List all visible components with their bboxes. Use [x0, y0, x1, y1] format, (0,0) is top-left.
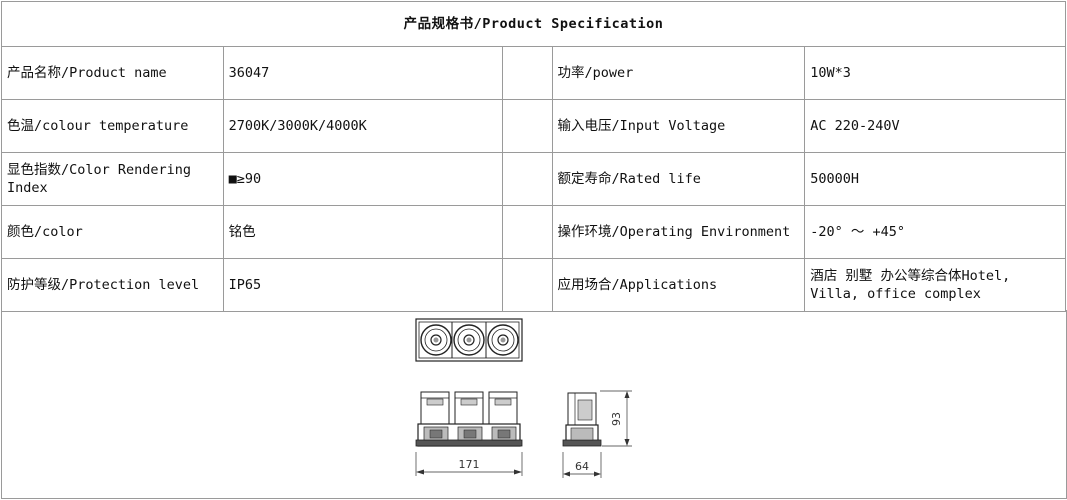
value-input-voltage: AC 220-240V: [804, 99, 1066, 153]
label-protection-level: 防护等级/Protection level: [1, 258, 224, 312]
label-product-name: 产品名称/Product name: [1, 46, 224, 100]
empty-cell: [502, 258, 553, 312]
depth-dimension-label: 64: [575, 460, 589, 473]
empty-cell: [502, 152, 553, 206]
label-rated-life: 额定寿命/Rated life: [551, 152, 806, 206]
label-color: 颜色/color: [1, 205, 224, 259]
label-color-rendering-index: 显色指数/Color Rendering Index: [1, 152, 224, 206]
title-row: 产品规格书/Product Specification: [1, 1, 1066, 47]
table-row: 产品名称/Product name 36047 功率/power 10W*3: [1, 46, 1066, 100]
table-row: 显色指数/Color Rendering Index ■≥90 额定寿命/Rat…: [1, 152, 1066, 206]
height-dimension-label: 93: [610, 412, 623, 426]
table-row: 色温/colour temperature 2700K/3000K/4000K …: [1, 99, 1066, 153]
side-view-drawing: [562, 392, 602, 447]
width-dimension: [415, 452, 523, 476]
top-view-drawing: [415, 318, 523, 362]
front-view-drawing: [415, 391, 523, 447]
value-power: 10W*3: [804, 46, 1066, 100]
depth-dimension: [562, 452, 602, 478]
label-colour-temperature: 色温/colour temperature: [1, 99, 224, 153]
table-row: 颜色/color 铭色 操作环境/Operating Environment -…: [1, 205, 1066, 259]
height-dimension: [600, 390, 632, 447]
empty-cell: [502, 46, 553, 100]
empty-cell: [502, 99, 553, 153]
value-protection-level: IP65: [222, 258, 504, 312]
width-dimension-label: 171: [459, 458, 480, 471]
page-title: 产品规格书/Product Specification: [1, 1, 1066, 47]
label-input-voltage: 输入电压/Input Voltage: [551, 99, 806, 153]
value-color: 铭色: [222, 205, 504, 259]
label-operating-environment: 操作环境/Operating Environment: [551, 205, 806, 259]
spec-table: 产品规格书/Product Specification 产品名称/Product…: [1, 1, 1066, 312]
table-row: 防护等级/Protection level IP65 应用场合/Applicat…: [1, 258, 1066, 312]
empty-cell: [502, 205, 553, 259]
value-applications: 酒店 别墅 办公等综合体Hotel, Villa, office complex: [804, 258, 1066, 312]
